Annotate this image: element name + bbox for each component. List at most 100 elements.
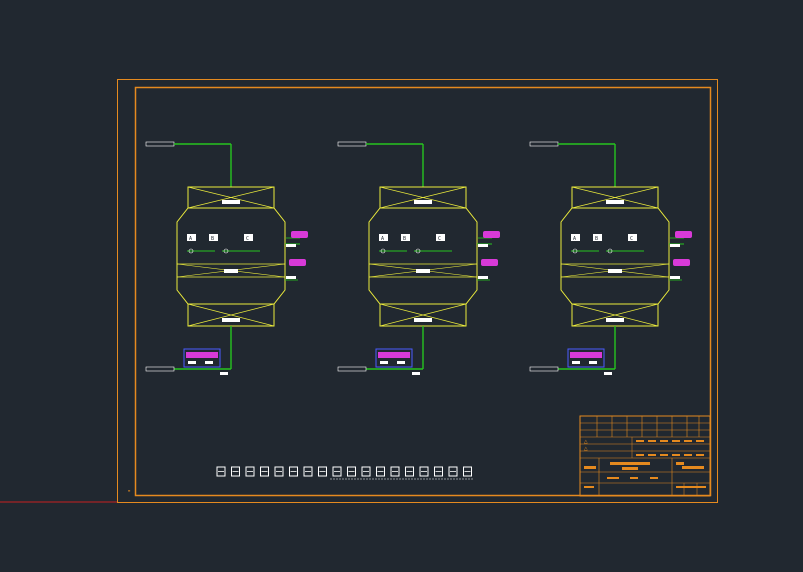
revision-mark bbox=[660, 454, 668, 456]
instrument-box bbox=[379, 234, 388, 241]
corner-mark: ≡ bbox=[128, 488, 131, 493]
small-bar bbox=[650, 477, 658, 479]
instrument-tag: A bbox=[573, 236, 576, 242]
control-panel bbox=[183, 348, 221, 368]
drawing-name-bar bbox=[682, 466, 704, 469]
small-bar bbox=[607, 477, 619, 479]
revision-mark bbox=[636, 440, 644, 442]
bottom-packing-diag bbox=[187, 303, 275, 327]
title-block: △△ bbox=[579, 415, 711, 497]
note-glyph bbox=[376, 466, 385, 477]
control-panel-tag bbox=[186, 352, 218, 358]
sheet-outer-border bbox=[117, 79, 718, 503]
note-glyph bbox=[318, 466, 327, 477]
side-label bbox=[286, 276, 296, 279]
dosing-valve bbox=[415, 248, 421, 254]
instrument-tag: A bbox=[381, 236, 384, 242]
dosing-valve bbox=[607, 248, 613, 254]
top-label bbox=[222, 200, 240, 204]
revision-mark bbox=[684, 454, 692, 456]
title-block-frame bbox=[579, 415, 711, 497]
control-panel bbox=[375, 348, 413, 368]
project-name-bar bbox=[610, 462, 650, 465]
revision-mark bbox=[672, 454, 680, 456]
side-tag bbox=[291, 231, 308, 238]
side-tag bbox=[481, 259, 498, 266]
outlet-nozzle bbox=[145, 366, 175, 372]
control-panel-tag bbox=[570, 352, 602, 358]
control-panel-tag bbox=[378, 352, 410, 358]
inlet-nozzle bbox=[145, 141, 175, 147]
side-tag bbox=[673, 259, 690, 266]
control-panel-label bbox=[572, 361, 580, 364]
bottom-label bbox=[606, 318, 624, 322]
revision-mark bbox=[660, 440, 668, 442]
top-packing-diag bbox=[379, 186, 467, 209]
note-glyph bbox=[361, 466, 371, 477]
bottom-label bbox=[414, 318, 432, 322]
outlet-nozzle bbox=[337, 366, 367, 372]
dosing-valve bbox=[188, 248, 194, 254]
top-label bbox=[414, 200, 432, 204]
instrument-box bbox=[187, 234, 196, 241]
control-panel-label bbox=[205, 361, 213, 364]
revision-mark bbox=[684, 440, 692, 442]
designer-bar bbox=[584, 466, 596, 469]
top-label bbox=[606, 200, 624, 204]
small-bar bbox=[630, 477, 638, 479]
instrument-tag: B bbox=[403, 236, 406, 242]
control-panel-label bbox=[188, 361, 196, 364]
control-panel-label bbox=[380, 361, 388, 364]
control-panel-label bbox=[397, 361, 405, 364]
bottom-label bbox=[222, 318, 240, 322]
control-panel bbox=[567, 348, 605, 368]
revision-mark bbox=[696, 454, 704, 456]
instrument-tag: B bbox=[595, 236, 598, 242]
project-name-bar bbox=[622, 467, 638, 470]
instrument-box bbox=[571, 234, 580, 241]
note-glyph bbox=[289, 466, 298, 477]
dosing-valve bbox=[223, 248, 229, 254]
note-glyph bbox=[448, 466, 458, 477]
top-packing-diag bbox=[187, 186, 275, 209]
side-label bbox=[670, 276, 680, 279]
revision-mark bbox=[696, 440, 704, 442]
side-tag bbox=[289, 259, 306, 266]
note-glyph bbox=[260, 466, 269, 477]
instrument-box bbox=[628, 234, 637, 241]
small-bar bbox=[676, 486, 706, 488]
dosing-valve bbox=[380, 248, 386, 254]
note-glyph bbox=[434, 466, 443, 477]
side-tag bbox=[483, 231, 500, 238]
outlet-label bbox=[220, 372, 228, 375]
revision-mark bbox=[636, 454, 644, 456]
side-label bbox=[286, 244, 296, 247]
revision-mark bbox=[648, 454, 656, 456]
bottom-packing-diag bbox=[379, 303, 467, 327]
mid-label bbox=[608, 269, 622, 273]
instrument-box bbox=[401, 234, 410, 241]
vessel-body bbox=[560, 207, 670, 305]
triangle-mark: △ bbox=[584, 445, 588, 452]
instrument-box bbox=[593, 234, 602, 241]
outlet-label bbox=[604, 372, 612, 375]
revision-mark bbox=[672, 440, 680, 442]
note-glyph bbox=[231, 466, 240, 477]
revision-mark bbox=[648, 440, 656, 442]
dosing-valve bbox=[572, 248, 578, 254]
note-glyph bbox=[405, 466, 414, 477]
instrument-box bbox=[244, 234, 253, 241]
note-glyph bbox=[390, 466, 400, 477]
vessel-body bbox=[368, 207, 478, 305]
triangle-mark: △ bbox=[584, 438, 588, 445]
top-packing-diag bbox=[571, 186, 659, 209]
side-label bbox=[670, 244, 680, 247]
mid-label bbox=[416, 269, 430, 273]
note-glyph bbox=[303, 466, 313, 477]
side-label bbox=[478, 244, 488, 247]
small-bar bbox=[584, 486, 594, 488]
